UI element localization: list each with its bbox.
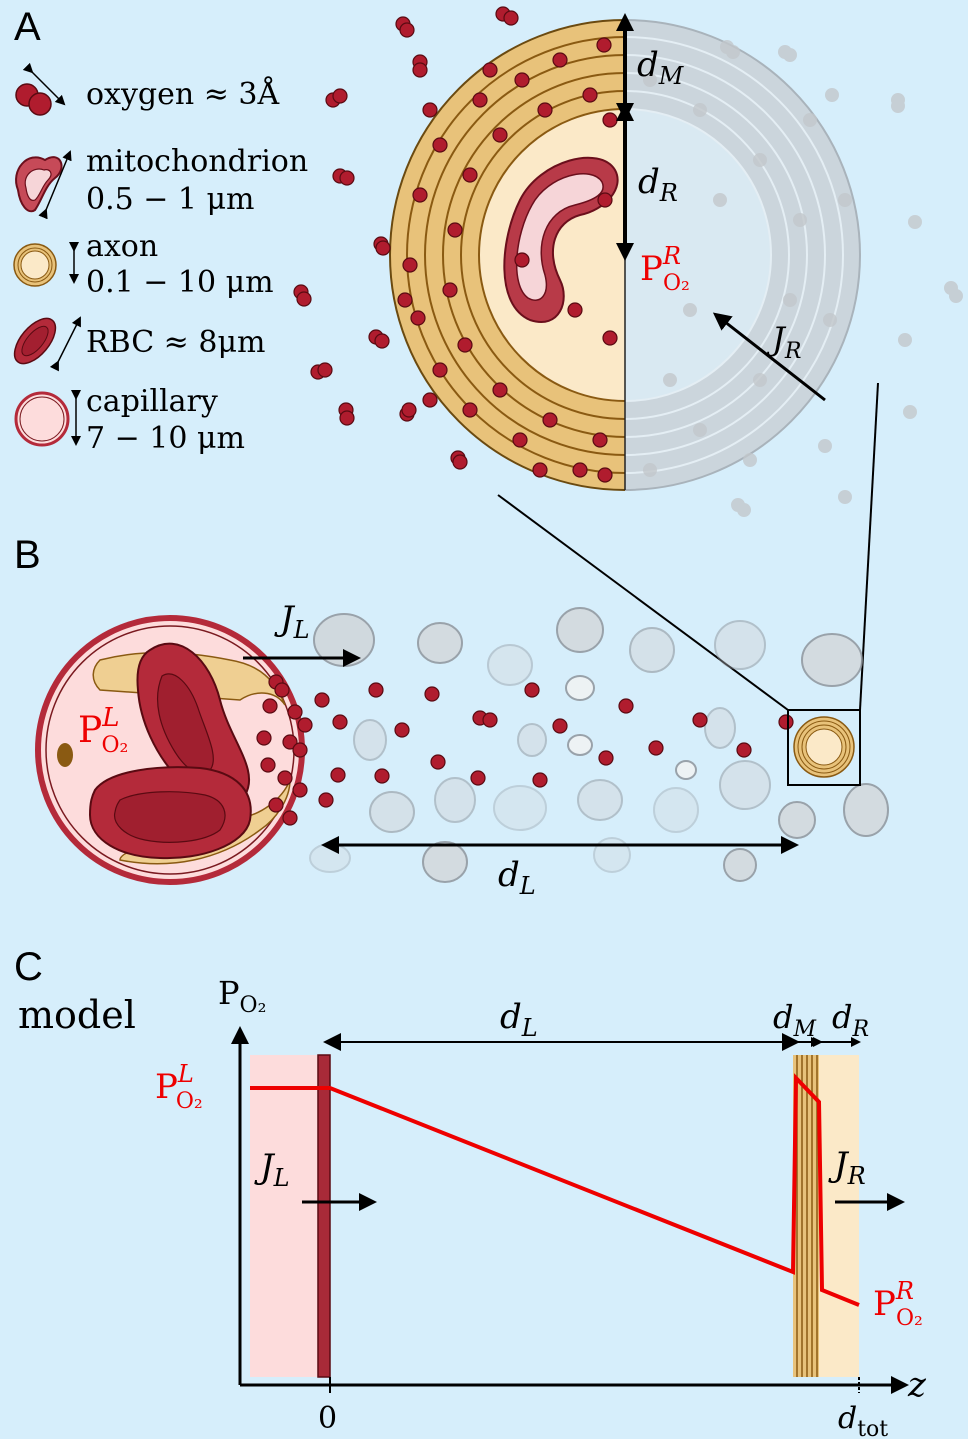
tick-0-label: 0 (318, 1401, 337, 1436)
jr-label-c: JR (828, 1145, 866, 1190)
legend-mito-size: 0.5 − 1 μm (86, 182, 255, 217)
zoom-box (787, 709, 861, 786)
capillary-cross-section (35, 615, 305, 885)
x-axis-label: z (907, 1365, 927, 1405)
axon-cross-section (389, 19, 861, 491)
oxygen-icon (15, 62, 66, 116)
legend-capillary-label: capillary (86, 384, 218, 419)
jl-label-b: JL (274, 599, 310, 644)
legend-mito-label: mitochondrion (86, 144, 308, 179)
axon-icon (13, 242, 79, 287)
rbc-bottom (88, 766, 252, 860)
capillary-region (250, 1055, 318, 1377)
y-axis-label: PO₂ (218, 974, 266, 1018)
legend-axon-label: axon (86, 229, 158, 264)
dm-label-c: dM (773, 998, 816, 1042)
panel-a-label: A (14, 5, 41, 49)
jr-label-a: JR (766, 320, 801, 364)
dl-label-c: dL (500, 997, 538, 1042)
oxygen-cloud-a (293, 6, 618, 483)
dm-label-a: dM (637, 45, 685, 90)
zoom-line-left (497, 494, 789, 711)
panel-b-label: B (14, 533, 41, 577)
oxygen-cloud-a-grey (643, 40, 963, 517)
model-label: model (18, 993, 136, 1037)
axoplasm-region (819, 1055, 859, 1377)
legend-rbc-label: RBC ≈ 8μm (86, 325, 265, 360)
rbc-icon (13, 316, 81, 372)
panel-c-label: C (14, 945, 43, 989)
jr-arrow-a (712, 312, 826, 402)
legend-oxygen-label: oxygen ≈ 3Å (86, 76, 280, 112)
jl-label-c: JL (254, 1147, 290, 1192)
legend-capillary-size: 7 − 10 μm (86, 421, 245, 456)
zoom-line-right (859, 382, 879, 711)
axon-grey-half (625, 19, 861, 491)
capillary-icon (14, 390, 81, 447)
dr-label-c: dR (832, 998, 869, 1042)
capillary-wall (317, 1054, 331, 1378)
oxygen-cloud-b (256, 674, 794, 826)
mitochondrion-icon (15, 150, 72, 220)
po2-profile-line (250, 1073, 860, 1307)
dr-label-a: dR (638, 162, 678, 207)
legend-axon-size: 0.1 − 10 μm (86, 265, 274, 300)
dl-label-b: dL (498, 855, 536, 900)
legend: oxygen ≈ 3Å mitochondrion 0.5 − 1 μm axo… (13, 62, 308, 456)
tick-dtot-label: dtot (838, 1401, 888, 1439)
axon-mitochondrion (503, 156, 619, 323)
